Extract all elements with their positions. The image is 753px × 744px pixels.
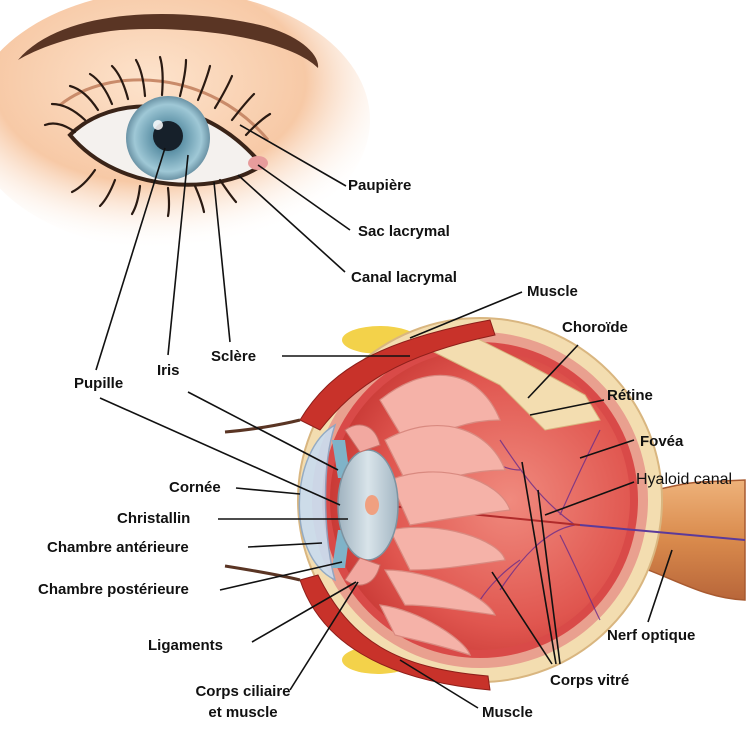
lens-nucleus [365, 495, 379, 515]
label-retine: Rétine [607, 387, 653, 404]
leader-paupiere [239, 124, 347, 187]
leader-iris-up [167, 154, 189, 356]
label-nerf-optique: Nerf optique [607, 627, 696, 644]
retinal-vessels [469, 429, 601, 621]
external-eye [0, 0, 370, 250]
label-corps-vitre: Corps vitré [550, 672, 630, 689]
leader-choroide [527, 344, 579, 399]
leader-fovea [579, 439, 635, 459]
ciliary-body-bottom [344, 557, 381, 586]
nerve-vessel [579, 524, 746, 541]
leader-sclere-up [213, 181, 231, 343]
leader-iris [187, 391, 339, 471]
ciliary-folds [378, 374, 511, 656]
label-muscle-top: Muscle [527, 283, 578, 300]
label-cornee: Cornée [169, 479, 221, 496]
label-fovea: Fovéa [640, 433, 684, 450]
leader-retine [529, 399, 605, 416]
label-paupiere: Paupière [348, 177, 412, 194]
label-pupille: Pupille [74, 375, 124, 392]
label-corps-ciliaire-line1: Corps ciliaire [195, 683, 291, 700]
label-ligaments: Ligaments [148, 637, 224, 654]
leader-muscle-top [409, 291, 523, 339]
label-muscle-bottom: Muscle [482, 704, 533, 721]
eyelashes [43, 55, 272, 218]
label-choroide: Choroïde [562, 319, 628, 336]
label-sac-lacrymal: Sac lacrymal [358, 223, 450, 240]
label-corps-ciliaire-line2: et muscle [208, 704, 278, 721]
leader-ciliaire [289, 581, 359, 691]
leader-chambre-post [219, 561, 343, 591]
label-canal-lacrymal: Canal lacrymal [351, 269, 457, 286]
leader-corps-vitre-3 [537, 489, 561, 665]
leader-pupille-up [95, 147, 166, 371]
leader-nerf [647, 549, 673, 623]
muscle-tendon-top [224, 418, 301, 434]
label-iris: Iris [157, 362, 180, 379]
muscle-tendon-bottom [224, 564, 301, 582]
leader-corps-vitre-2 [521, 461, 557, 665]
eye-cross-section [224, 317, 746, 691]
leader-cornee [235, 487, 301, 495]
label-christallin: Christallin [117, 510, 191, 527]
ciliary-body-top [344, 424, 381, 453]
leader-ligaments [251, 581, 357, 643]
leader-pupille [99, 397, 341, 506]
leader-muscle-bottom [399, 659, 479, 709]
leader-hyaloid [544, 481, 635, 516]
eyebrow [18, 14, 319, 68]
label-sclere: Sclère [211, 348, 257, 365]
iris-highlight [153, 120, 163, 130]
label-chambre-posterieure: Chambre postérieure [38, 581, 189, 598]
label-corps-ciliaire: Corps ciliaire et muscle [172, 683, 314, 722]
lacrimal-caruncle [248, 156, 268, 170]
muscle-top [299, 319, 496, 431]
leader-canal-lacrymal [237, 174, 346, 273]
muscle-bottom [299, 574, 491, 691]
leader-lines [95, 124, 673, 709]
label-chambre-anterieure: Chambre antérieure [47, 539, 189, 556]
leader-corps-vitre-1 [491, 571, 553, 665]
leader-sac-lacrymal [257, 164, 351, 231]
leader-chambre-ant [247, 542, 323, 548]
label-hyaloid-canal: Hyaloid canal [636, 471, 733, 488]
